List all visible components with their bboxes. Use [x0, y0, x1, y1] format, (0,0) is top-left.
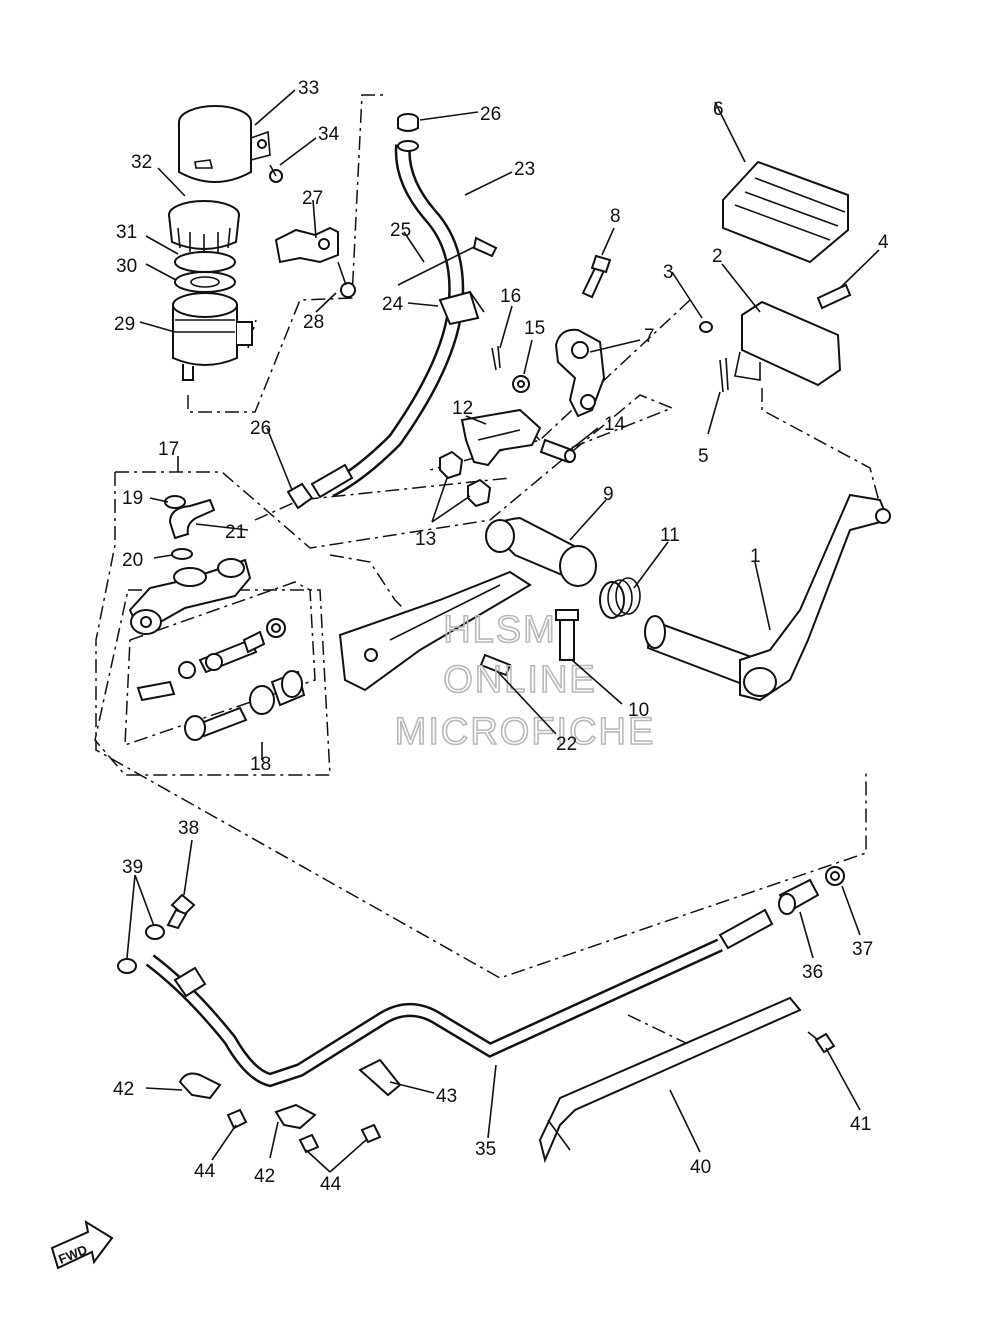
plate-30 — [174, 271, 236, 293]
callout-4: 4 — [878, 232, 889, 253]
bolt-10 — [555, 609, 579, 661]
callout-41: 41 — [850, 1114, 871, 1135]
fwd-arrow-icon: FWD — [50, 1219, 114, 1270]
callout-43: 43 — [436, 1086, 457, 1107]
cap-26-top — [397, 113, 419, 132]
watermark-line3: MICROFICHE — [395, 711, 656, 753]
washer-39 — [117, 924, 165, 974]
arm-7 — [554, 328, 606, 418]
callout-44-left: 44 — [194, 1161, 216, 1182]
callout-9: 9 — [603, 484, 614, 505]
callout-16: 16 — [500, 286, 521, 307]
callout-2: 2 — [712, 246, 723, 267]
fitting-36 — [778, 878, 820, 915]
clamp-42 — [178, 1072, 317, 1130]
callout-37: 37 — [852, 939, 873, 960]
callout-30: 30 — [116, 256, 137, 277]
callout-11: 11 — [660, 525, 680, 546]
callout-17: 17 — [158, 439, 179, 460]
callout-36: 36 — [802, 962, 823, 983]
cotter-pin-5 — [719, 357, 729, 393]
callout-38: 38 — [178, 818, 199, 839]
callout-24: 24 — [382, 294, 404, 315]
callout-18: 18 — [250, 754, 271, 775]
callout-22: 22 — [556, 734, 577, 755]
callout-29: 29 — [114, 314, 135, 335]
bolt-22 — [479, 653, 512, 677]
callout-33: 33 — [298, 78, 319, 99]
tie-25 — [397, 236, 498, 286]
bolt-44 — [226, 1108, 382, 1154]
callout-31: 31 — [116, 222, 137, 243]
clamp-43 — [358, 1058, 402, 1097]
washer-37 — [825, 866, 845, 886]
callout-35: 35 — [475, 1139, 496, 1160]
callout-28: 28 — [303, 312, 324, 333]
bolt-28 — [337, 261, 356, 298]
pin-14 — [539, 438, 576, 464]
clevis-12 — [460, 408, 542, 467]
diaphragm-31 — [174, 251, 236, 273]
callout-8: 8 — [610, 206, 621, 227]
reservoir-cap-32 — [168, 200, 240, 254]
callout-32: 32 — [131, 152, 152, 173]
callout-23: 23 — [514, 159, 535, 180]
callout-labels: 1 2 4 5 6 7 8 9 10 11 12 13 14 15 16 17 … — [113, 78, 889, 1195]
pedal-cover-6 — [722, 160, 849, 264]
pin-4 — [816, 283, 852, 310]
pedal-bracket-9 — [338, 516, 597, 692]
callout-12: 12 — [452, 398, 473, 419]
washer-15 — [512, 375, 530, 393]
callout-10: 10 — [628, 700, 649, 721]
callout-13: 13 — [415, 529, 436, 550]
callout-26-top: 26 — [480, 104, 501, 125]
washer-3 — [699, 321, 713, 333]
pedal-pad-2 — [734, 300, 842, 387]
screw-34 — [269, 164, 283, 183]
bolt-38 — [166, 893, 196, 930]
callout-34: 34 — [318, 124, 340, 145]
callout-27: 27 — [302, 188, 323, 209]
callout-21: 21 — [225, 522, 246, 543]
callout-3: 3 — [663, 262, 674, 283]
group-18-box — [94, 581, 331, 776]
hose-joint-21 — [168, 498, 216, 540]
callout-25: 25 — [390, 220, 411, 241]
reservoir-cap-33 — [178, 105, 271, 183]
callout-14: 14 — [604, 414, 626, 435]
callout-44-center: 44 — [320, 1174, 342, 1195]
clip-24 — [438, 290, 485, 326]
brake-pedal-1 — [644, 493, 891, 702]
callout-19: 19 — [122, 488, 143, 509]
nut-13 — [439, 450, 492, 508]
callout-6: 6 — [713, 99, 724, 120]
callout-42-center: 42 — [254, 1166, 275, 1187]
leader-lines — [126, 89, 880, 1173]
watermark-line1: HLSM — [443, 609, 557, 651]
o-ring-20 — [171, 548, 193, 560]
callout-42-left: 42 — [113, 1079, 134, 1100]
guard-40 — [538, 996, 802, 1164]
cap-26-lower — [286, 482, 314, 510]
callout-39: 39 — [122, 857, 143, 878]
reservoir-tank-29 — [172, 292, 253, 381]
spring-11 — [599, 577, 641, 619]
callout-7: 7 — [644, 326, 655, 347]
callout-26-lower: 26 — [250, 418, 271, 439]
master-cylinder-17 — [128, 558, 252, 635]
bolt-41 — [807, 1031, 836, 1054]
callout-1: 1 — [750, 546, 761, 567]
hose-23 — [310, 140, 465, 499]
callout-40: 40 — [690, 1157, 711, 1178]
bracket-27 — [274, 226, 339, 264]
callout-20: 20 — [122, 550, 143, 571]
piston-kit-18 — [136, 618, 306, 741]
callout-5: 5 — [698, 446, 709, 467]
brake-hose-35 — [145, 908, 774, 1088]
bolt-8 — [581, 254, 612, 299]
cotter-pin-16 — [491, 345, 501, 371]
callout-15: 15 — [524, 318, 545, 339]
